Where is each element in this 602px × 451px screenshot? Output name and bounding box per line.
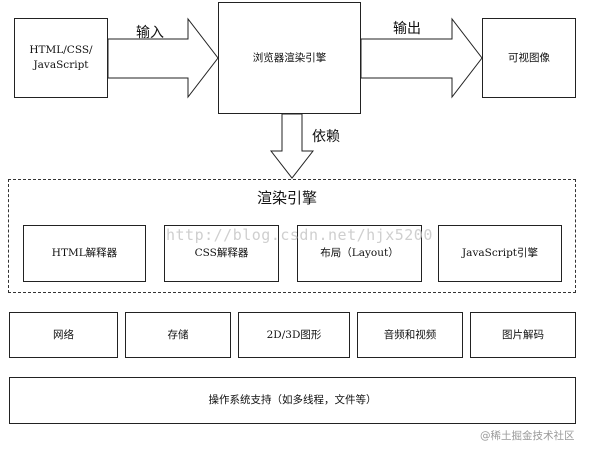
output-box: 可视图像 [482, 18, 576, 98]
input-box: HTML/CSS/ JavaScript [14, 18, 108, 98]
module-css-parser: CSS解释器 [164, 225, 279, 282]
engine-box: 浏览器渲染引擎 [218, 2, 361, 114]
module-layout: 布局（Layout） [297, 225, 422, 282]
arrow-depends [269, 113, 315, 179]
support-graphics: 2D/3D图形 [238, 312, 350, 358]
module-html-parser: HTML解释器 [23, 225, 146, 282]
arrow-output-label: 输出 [393, 21, 421, 37]
support-network: 网络 [9, 312, 118, 358]
support-image-decoding: 图片解码 [470, 312, 576, 358]
source-corner-mark: @稀土掘金技术社区 [480, 430, 575, 442]
watermark: http://blog.csdn.net/hjx5200 [166, 226, 433, 244]
support-audio-video: 音频和视频 [357, 312, 463, 358]
arrow-output [360, 17, 483, 99]
support-storage: 存储 [125, 312, 231, 358]
arrow-input [107, 17, 219, 99]
module-javascript-engine: JavaScript引擎 [438, 225, 562, 282]
os-support-layer: 操作系统支持（如多线程，文件等） [9, 377, 576, 424]
arrow-depends-label: 依赖 [312, 129, 340, 145]
arrow-input-label: 输入 [136, 25, 164, 41]
render-engine-group [8, 179, 576, 293]
render-engine-title: 渲染引擎 [257, 189, 318, 207]
